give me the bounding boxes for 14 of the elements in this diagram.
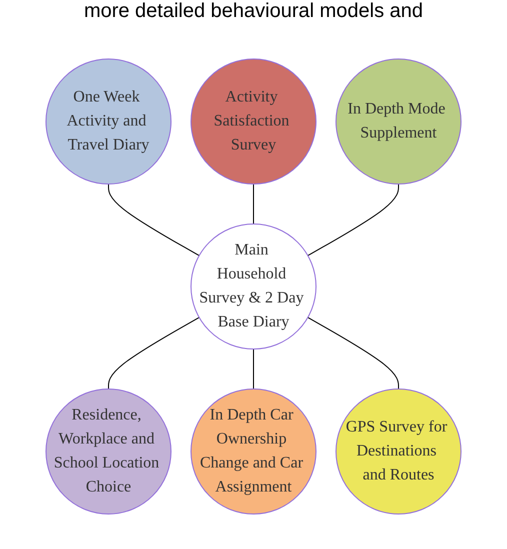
node-circle: GPS Survey for Destinations and Routes (336, 388, 462, 514)
connector (307, 316, 399, 389)
node-circle: Residence, Workplace and School Location Choice (46, 388, 172, 514)
connector (253, 348, 254, 389)
node-circle: Main Household Survey & 2 Day Base Diary (190, 223, 316, 349)
connector (253, 183, 254, 224)
node-circle: Activity Satisfaction Survey (190, 58, 316, 184)
node-circle: In Depth Car Ownership Change and Car Assignment (190, 388, 316, 514)
node-circle: One Week Activity and Travel Diary (46, 58, 172, 184)
connector (108, 316, 200, 389)
node-circle: In Depth Mode Supplement (336, 58, 462, 184)
connector (108, 183, 200, 256)
heading-text: more detailed behavioural models and (84, 0, 424, 23)
connector (307, 183, 399, 256)
